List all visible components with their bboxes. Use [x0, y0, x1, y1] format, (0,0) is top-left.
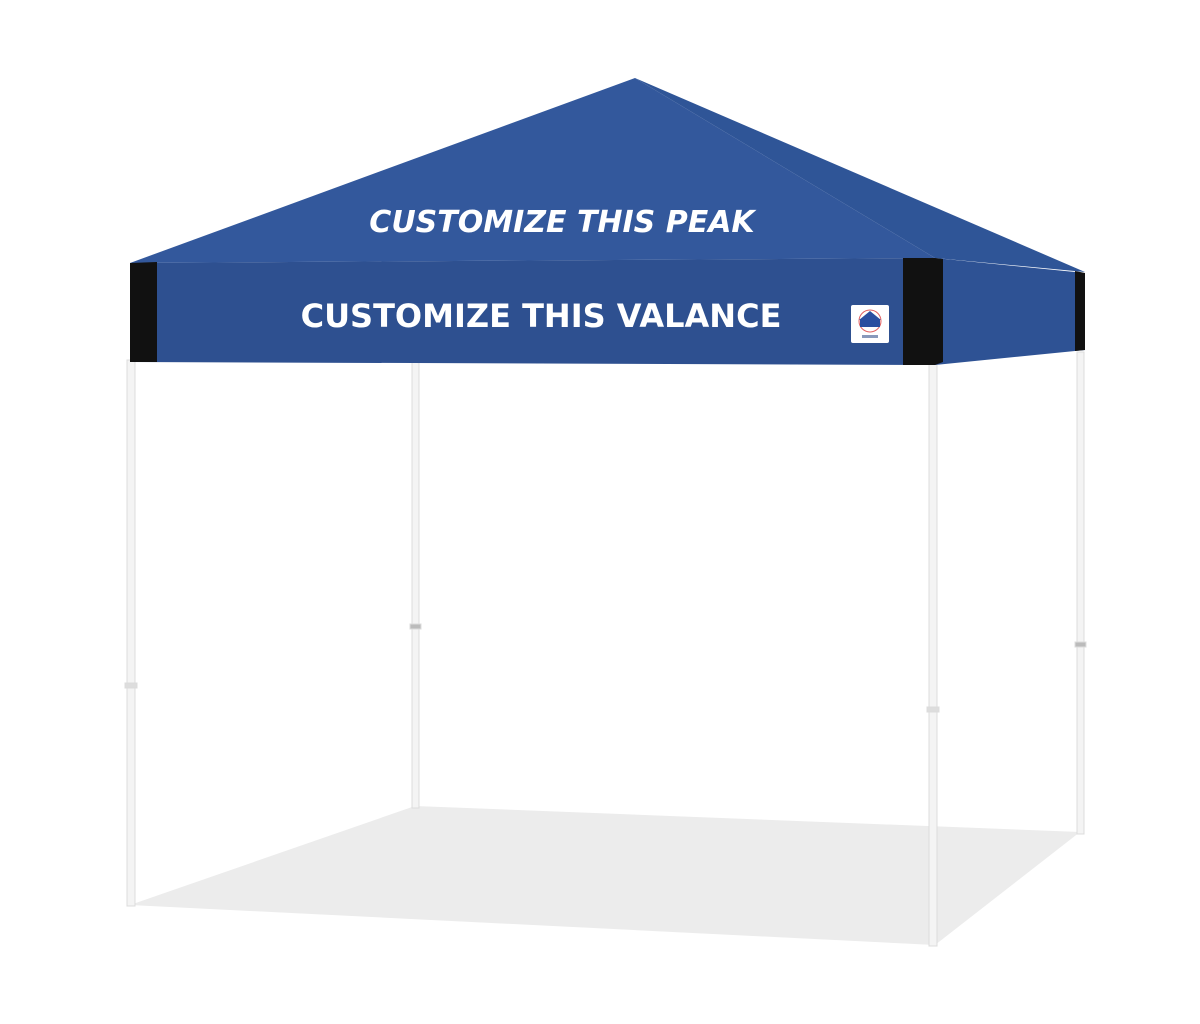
- leg-back-left: [411, 361, 420, 809]
- leg-latch: [124, 682, 138, 689]
- floor-shadow: [130, 806, 1080, 945]
- peak-text: CUSTOMIZE THIS PEAK: [369, 205, 757, 240]
- leg-latch: [1074, 641, 1087, 648]
- leg-front-left: [126, 359, 136, 907]
- leg-front-right: [928, 361, 938, 947]
- valance-right: [935, 258, 1085, 365]
- leg-back-right: [1076, 351, 1085, 835]
- valance-front: [130, 258, 935, 365]
- canopy-roof-right: [635, 78, 1085, 272]
- corner-strip: [903, 258, 935, 365]
- leg-latch: [926, 706, 940, 713]
- valance-text: CUSTOMIZE THIS VALANCE: [301, 297, 782, 335]
- corner-strip: [935, 258, 943, 365]
- leg-latch: [409, 623, 422, 630]
- ez-up-logo: [851, 305, 889, 343]
- corner-strip: [130, 262, 157, 362]
- frame-legs: [124, 351, 1087, 947]
- canopy-roof-front: [130, 78, 935, 263]
- corner-strip: [1075, 271, 1085, 351]
